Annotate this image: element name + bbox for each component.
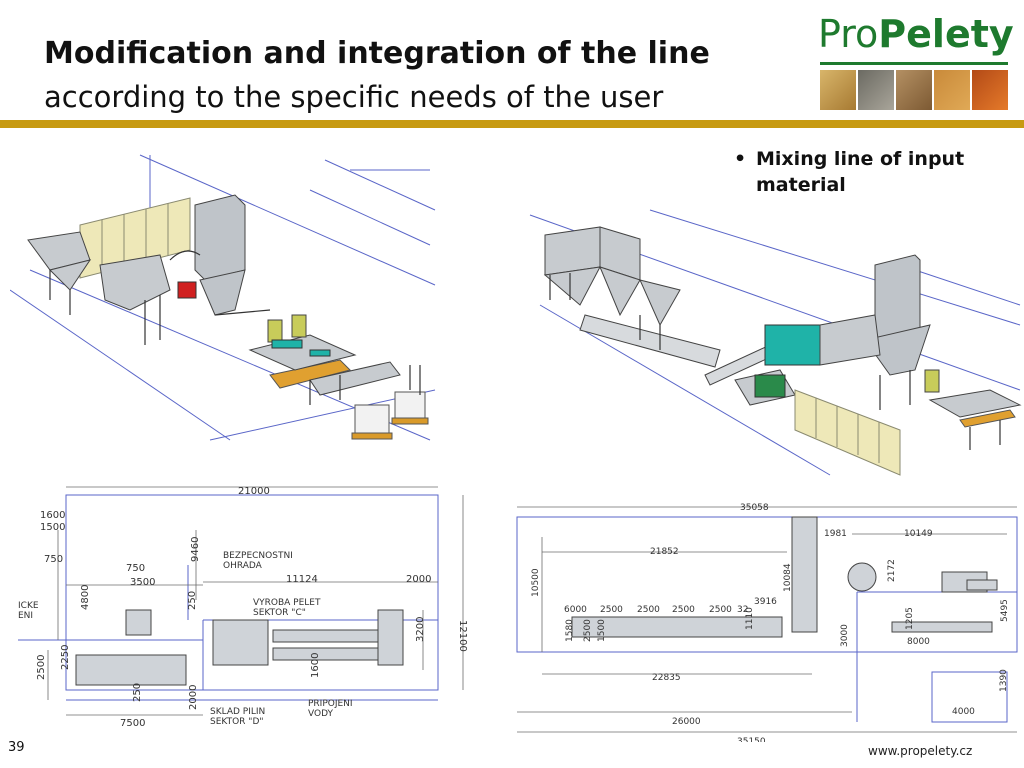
logo-pro: Pro xyxy=(818,12,879,56)
isometric-line-drawing-left xyxy=(10,154,436,441)
isometric-line-drawing-right xyxy=(529,209,1022,476)
svg-text:21852: 21852 xyxy=(650,547,679,557)
svg-text:8000: 8000 xyxy=(907,637,930,647)
page-number: 39 xyxy=(8,740,25,755)
svg-text:1600: 1600 xyxy=(40,510,65,521)
svg-text:SEKTOR "C": SEKTOR "C" xyxy=(253,608,306,618)
svg-text:BEZPECNOSTNI: BEZPECNOSTNI xyxy=(223,551,293,561)
svg-text:5495: 5495 xyxy=(1000,599,1010,622)
left-plan-dims: 21000 1600 1500 750 750 3500 11124 2000 … xyxy=(36,486,468,729)
logo-underline xyxy=(820,62,1008,65)
svg-text:VYROBA PELET: VYROBA PELET xyxy=(253,598,321,608)
svg-text:10149: 10149 xyxy=(904,529,933,539)
svg-text:2500: 2500 xyxy=(583,619,593,642)
footer-url: www.propelety.cz xyxy=(868,744,973,758)
svg-text:9460: 9460 xyxy=(190,537,201,562)
logo-photo-strip xyxy=(820,70,1008,110)
svg-text:3000: 3000 xyxy=(840,624,850,647)
svg-text:2172: 2172 xyxy=(887,559,897,582)
svg-text:2500: 2500 xyxy=(709,605,732,615)
svg-text:7500: 7500 xyxy=(120,718,145,729)
svg-text:750: 750 xyxy=(126,563,145,574)
svg-text:SKLAD PILIN: SKLAD PILIN xyxy=(210,707,265,717)
svg-text:2250: 2250 xyxy=(60,645,71,670)
svg-text:1500: 1500 xyxy=(597,619,607,642)
left-plan-labels: BEZPECNOSTNI OHRADA VYROBA PELET SEKTOR … xyxy=(18,551,353,727)
bullet-text: Mixing line of input material xyxy=(756,148,965,196)
svg-text:250: 250 xyxy=(132,683,143,702)
svg-text:10500: 10500 xyxy=(531,568,541,597)
svg-text:2500: 2500 xyxy=(36,655,47,680)
svg-text:ENI: ENI xyxy=(18,611,33,621)
svg-text:SEKTOR "D": SEKTOR "D" xyxy=(210,717,264,727)
svg-text:1981: 1981 xyxy=(824,529,847,539)
svg-text:VODY: VODY xyxy=(308,709,334,719)
svg-text:21000: 21000 xyxy=(238,486,270,497)
svg-text:ICKE: ICKE xyxy=(18,601,39,611)
svg-text:35150: 35150 xyxy=(737,737,766,742)
svg-text:3916: 3916 xyxy=(754,597,777,607)
svg-text:2500: 2500 xyxy=(637,605,660,615)
bullet-dot: • xyxy=(734,148,747,170)
bullet-item: • Mixing line of input material xyxy=(734,146,994,198)
svg-text:22835: 22835 xyxy=(652,673,681,683)
floor-plan-left: 21000 1600 1500 750 750 3500 11124 2000 … xyxy=(18,486,468,729)
svg-text:2000: 2000 xyxy=(406,574,431,585)
svg-text:OHRADA: OHRADA xyxy=(223,561,263,571)
svg-text:32: 32 xyxy=(737,605,748,615)
svg-text:4800: 4800 xyxy=(80,585,91,610)
svg-text:4000: 4000 xyxy=(952,707,975,717)
svg-text:250: 250 xyxy=(187,591,198,610)
svg-text:1580: 1580 xyxy=(565,619,575,642)
svg-text:750: 750 xyxy=(44,554,63,565)
title-divider xyxy=(0,120,1024,128)
floor-plan-right: 35058 21852 10149 1981 10084 3916 1110 1… xyxy=(516,503,1018,742)
svg-text:26000: 26000 xyxy=(672,717,701,727)
svg-text:2500: 2500 xyxy=(600,605,623,615)
logo-text: ProPelety xyxy=(818,12,1014,56)
propelety-logo: ProPelety xyxy=(818,12,1014,110)
slide-title: Modification and integration of the line xyxy=(44,36,710,71)
svg-text:11124: 11124 xyxy=(286,574,318,585)
svg-text:35058: 35058 xyxy=(740,503,769,513)
svg-text:10084: 10084 xyxy=(783,563,793,592)
right-plan-dims: 35058 21852 10149 1981 10084 3916 1110 1… xyxy=(531,503,1010,742)
svg-text:1390: 1390 xyxy=(999,669,1009,692)
svg-text:3200: 3200 xyxy=(415,617,426,642)
svg-text:2500: 2500 xyxy=(672,605,695,615)
svg-text:1205: 1205 xyxy=(905,607,915,630)
svg-text:12100: 12100 xyxy=(457,620,468,652)
svg-text:2000: 2000 xyxy=(188,685,199,710)
svg-text:1500: 1500 xyxy=(40,522,65,533)
slide-subtitle: according to the specific needs of the u… xyxy=(44,80,664,114)
svg-text:6000: 6000 xyxy=(564,605,587,615)
svg-text:PRIPOJENI: PRIPOJENI xyxy=(308,699,353,709)
svg-text:3500: 3500 xyxy=(130,577,155,588)
svg-text:1600: 1600 xyxy=(310,653,321,678)
svg-text:1110: 1110 xyxy=(745,607,755,630)
logo-pelety: Pelety xyxy=(878,12,1014,56)
